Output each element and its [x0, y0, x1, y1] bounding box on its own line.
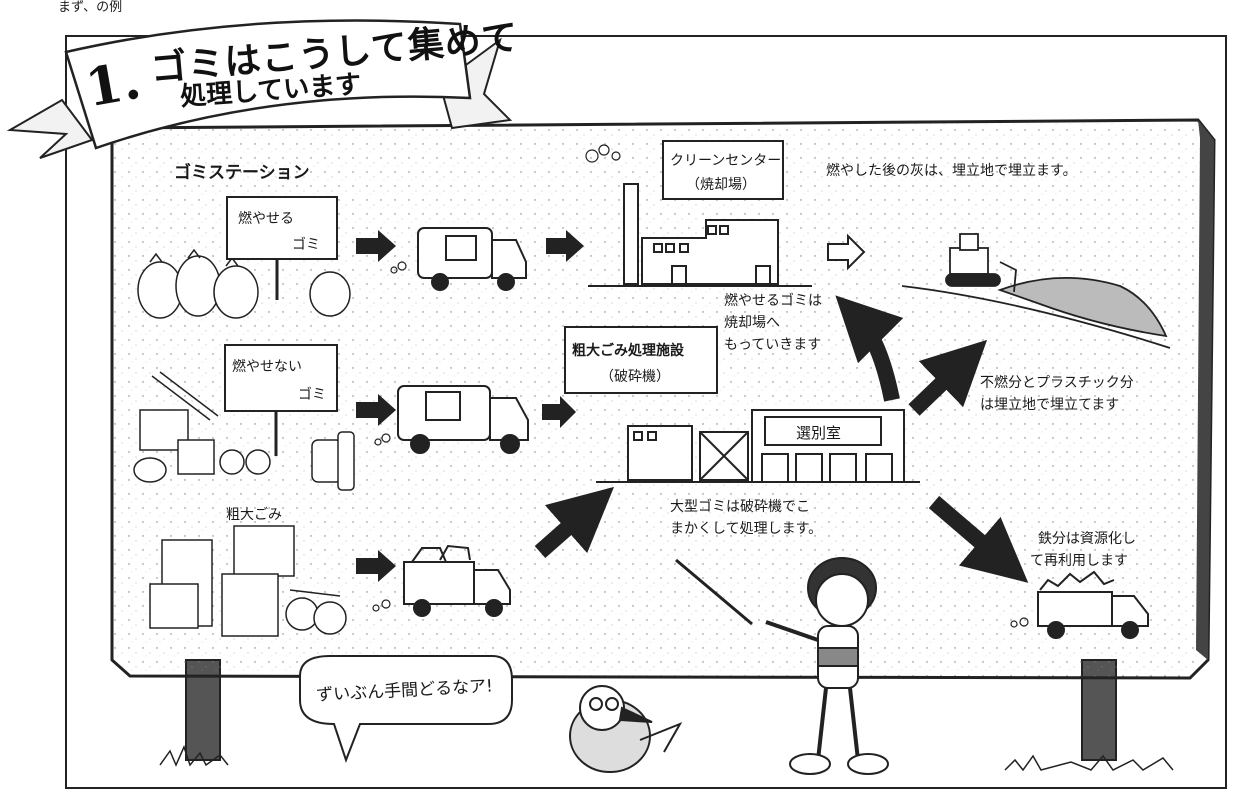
- landfill-bulldozer: [901, 233, 1171, 349]
- ash-note: 燃やした後の灰は、埋立地で埋立ます。: [826, 163, 1077, 179]
- diagonal-arrows: [534, 295, 1029, 583]
- clean-center-line2: （焼却場）: [686, 177, 756, 193]
- nonburnable-items: [133, 371, 355, 491]
- oversized-label: 粗大ごみ: [226, 507, 282, 523]
- recycle-note-line2: て再利用します: [1030, 553, 1128, 569]
- burnable-bags: [137, 248, 351, 319]
- header-fragment: まず、の例: [58, 0, 123, 15]
- grass-left: [159, 744, 229, 767]
- outer-frame: [65, 35, 1227, 789]
- speech-bubble-shape: [299, 655, 513, 763]
- sorting-room-label: 選別室: [796, 424, 842, 442]
- nonburnable-sign-line1: 燃やせない: [232, 359, 302, 375]
- crusher-line2: （破砕機）: [600, 369, 670, 385]
- incinerator-note-line2: 焼却場へ: [724, 315, 780, 331]
- banner-number: 1.: [81, 49, 146, 120]
- pointer-stick: [675, 558, 753, 626]
- incinerator-building: [623, 183, 779, 285]
- station-heading: ゴミステーション: [174, 163, 310, 183]
- garbage-truck-2: [397, 385, 529, 454]
- clean-center-line1: クリーンセンター: [670, 153, 782, 169]
- nonburnable-sign-line2: ゴミ: [298, 387, 326, 403]
- incinerator-note-line3: もっていきます: [724, 337, 822, 353]
- garbage-truck-1: [417, 227, 527, 291]
- sorting-room-sign: 選別室: [764, 416, 882, 446]
- dump-truck-3: [403, 544, 511, 617]
- billboard-right-edge: [1196, 120, 1214, 660]
- burnable-sign: 燃やせる ゴミ: [226, 196, 338, 260]
- presenter-character: [765, 557, 889, 775]
- burnable-sign-line2: ゴミ: [292, 237, 320, 253]
- crush-note-line1: 大型ゴミは破砕機でこ: [670, 499, 810, 515]
- grass-right: [1004, 754, 1174, 772]
- landfill-note-line1: 不燃分とプラスチック分: [980, 375, 1134, 391]
- crusher-line1: 粗大ごみ処理施設: [572, 343, 684, 359]
- ribbon-left-tail: [6, 98, 94, 159]
- nonburnable-sign: 燃やせない ゴミ: [224, 344, 338, 412]
- ribbon-right-tail: [438, 37, 513, 130]
- crush-note-line2: まかくして処理します。: [670, 521, 823, 537]
- burnable-sign-line1: 燃やせる: [238, 211, 294, 227]
- crusher-box: 粗大ごみ処理施設 （破砕機）: [564, 326, 718, 394]
- ribbon-body: [64, 19, 472, 150]
- bird-character: [569, 685, 683, 773]
- oversized-items: [149, 525, 347, 637]
- dump-truck-recycle: [1037, 570, 1149, 639]
- clean-center-box: クリーンセンター （焼却場）: [662, 140, 784, 200]
- landfill-note-line2: は埋立地で埋立てます: [980, 397, 1120, 413]
- flow-arrows: [356, 230, 584, 582]
- recycle-note-line1: 鉄分は資源化し: [1038, 531, 1136, 547]
- incinerator-note-line1: 燃やせるゴミは: [724, 293, 822, 309]
- exhaust-puffs: [372, 144, 1029, 628]
- outline-arrow: [827, 233, 866, 271]
